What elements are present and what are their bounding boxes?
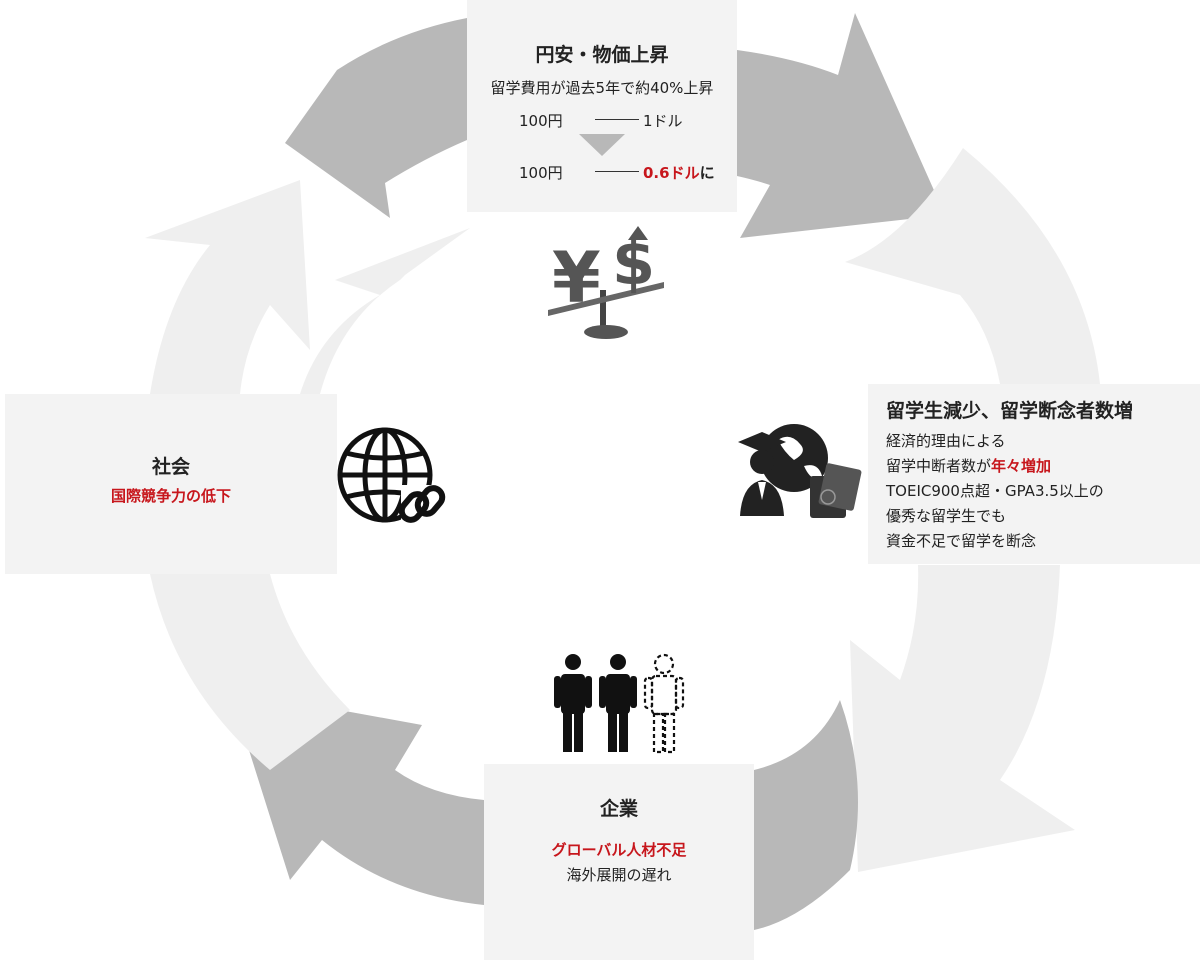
company-box: 企業 グローバル人材不足 海外展開の遅れ <box>484 764 754 960</box>
yen-depreciation-box: 円安・物価上昇 留学費用が過去5年で約40%上昇 100円 1ドル 100円 0… <box>467 0 737 212</box>
cycle-arrow-left-lower <box>150 574 350 770</box>
globe-link-icon <box>337 427 446 531</box>
rate-after-line <box>595 171 639 172</box>
right-text-line-2-prefix: 留学中断者数が <box>886 457 992 475</box>
cycle-arrow-left <box>300 228 470 394</box>
people-shortage-icon <box>554 653 685 754</box>
rate-before-usd: 1ドル <box>643 112 683 130</box>
cycle-arrow-right-lower <box>850 565 1075 872</box>
right-text-line-2-highlight: 年々増加 <box>991 457 1052 475</box>
rate-before-yen: 100円 <box>519 112 563 130</box>
right-text-line-5: 資金不足で留学を断念 <box>886 532 1037 550</box>
global-talent-shortage-text: グローバル人材不足 <box>551 841 687 859</box>
graduate-globe-passport-icon <box>738 424 862 518</box>
study-abroad-cost-text: 留学費用が過去5年で約40%上昇 <box>490 79 714 97</box>
right-text-line-4: 優秀な留学生でも <box>886 507 1007 525</box>
student-decline-title: 留学生減少、留学断念者数増 <box>886 400 1134 422</box>
society-box: 社会 国際競争力の低下 <box>5 394 337 574</box>
yen-depreciation-title: 円安・物価上昇 <box>535 44 669 66</box>
cycle-arrow-bottom-right <box>754 700 858 930</box>
rate-after-usd-suffix: に <box>699 164 715 182</box>
exchange-rate-before: 100円 1ドル <box>467 110 737 130</box>
cycle-arrow-left-upper <box>145 180 310 394</box>
rate-after-yen: 100円 <box>519 164 563 182</box>
right-text-line-1: 経済的理由による <box>886 432 1006 450</box>
svg-text:¥: ¥ <box>552 237 601 319</box>
cycle-arrow-right <box>845 148 1100 384</box>
cycle-arrow-top-left <box>285 18 467 218</box>
right-text-line-3: TOEIC900点超・GPA3.5以上の <box>886 482 1104 500</box>
rate-before-line <box>595 119 639 120</box>
competitiveness-decline-text: 国際競争力の低下 <box>110 487 231 505</box>
rate-after-usd-value: 0.6ドル <box>643 164 700 182</box>
right-text-line-2: 留学中断者数が年々増加 <box>886 454 1200 479</box>
company-title: 企業 <box>599 798 638 820</box>
rate-after-usd: 0.6ドルに <box>643 162 715 183</box>
cycle-arrow-top-right <box>737 13 945 238</box>
down-triangle-icon <box>579 134 625 156</box>
overseas-expansion-delay-text: 海外展開の遅れ <box>566 866 672 884</box>
student-decline-box: 留学生減少、留学断念者数増 経済的理由による 留学中断者数が年々増加 TOEIC… <box>868 384 1200 564</box>
exchange-rate-after: 100円 0.6ドルに <box>467 162 737 182</box>
yen-dollar-scale-icon: ¥ $ <box>548 226 664 339</box>
society-title: 社会 <box>151 456 190 478</box>
